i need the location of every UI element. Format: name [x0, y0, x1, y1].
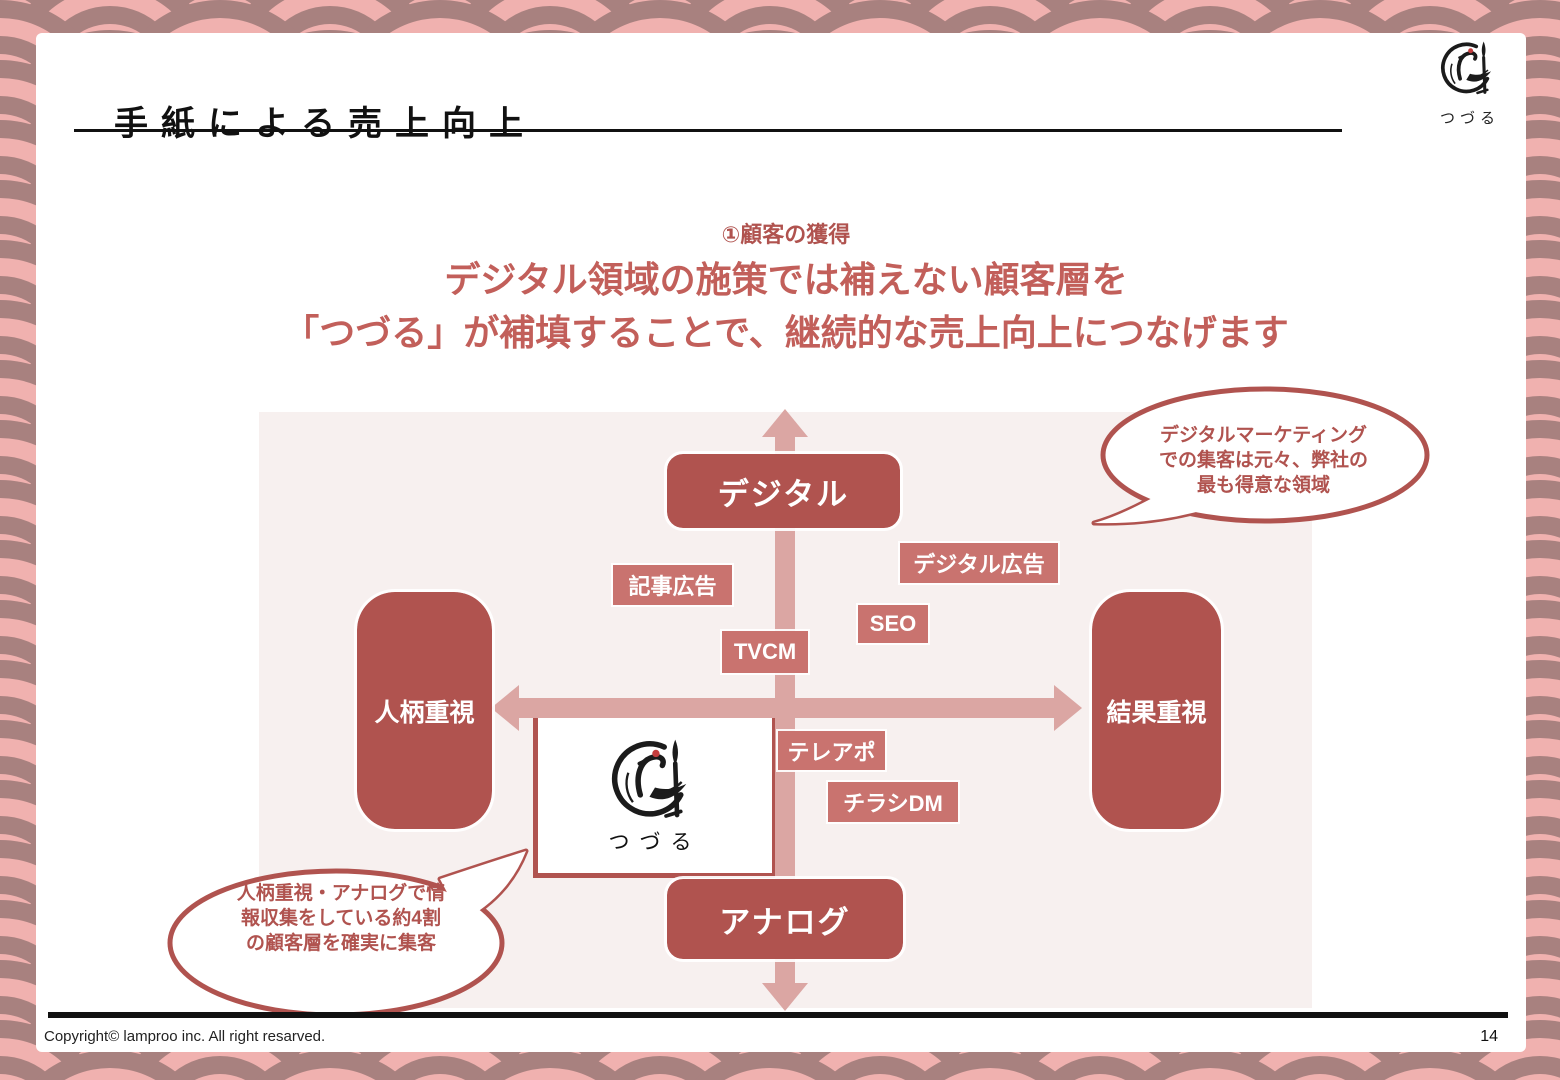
horizontal-axis-arrow — [519, 698, 1054, 718]
axis-label-analog: アナログ — [664, 876, 906, 962]
quadrant-tag: TVCM — [720, 629, 810, 675]
lead-block: ①顧客の獲得 デジタル領域の施策では補えない顧客層を 「つづる」が補填することで… — [231, 217, 1341, 359]
arrow-left-icon — [491, 685, 519, 731]
axis-label-results: 結果重視 — [1089, 589, 1224, 832]
quadrant-tag: チラシDM — [826, 780, 960, 824]
quadrant-tag: 記事広告 — [611, 563, 734, 607]
quadrant-tag: SEO — [856, 603, 930, 645]
company-logo: つづる — [1426, 39, 1514, 128]
headline-line-2: 「つづる」が補填することで、継続的な売上向上につなげます — [283, 312, 1289, 353]
center-logo-box: つづる — [533, 713, 777, 878]
logo-wordmark: つづる — [1439, 110, 1500, 127]
page-title: 手紙による売上向上 — [114, 104, 536, 143]
arrow-up-icon — [762, 409, 808, 437]
copyright-text: Copyright© lamproo inc. All right resarv… — [44, 1028, 326, 1045]
quadrant-tag: デジタル広告 — [898, 541, 1060, 585]
axis-label-digital: デジタル — [664, 451, 903, 531]
arrow-right-icon — [1054, 685, 1082, 731]
quadrant-tag: テレアポ — [776, 729, 887, 772]
bubble-bottom-left-text: 人柄重視・アナログで情 報収集をしている約4割 の顧客層を確実に集客 — [236, 883, 446, 954]
lead-kicker: ①顧客の獲得 — [721, 222, 851, 247]
bubble-top-right-text: デジタルマーケティング での集客は元々、弊社の 最も得意な領域 — [1158, 425, 1368, 496]
page-number: 14 — [1480, 1028, 1498, 1045]
arrow-down-icon — [762, 983, 808, 1011]
crane-icon — [609, 736, 701, 828]
title-underline — [74, 129, 1342, 132]
slide-card: 手紙による売上向上 つづる ①顧客の獲得 デジタル領域の施策では補えない顧客層を… — [36, 33, 1526, 1052]
axis-label-personality: 人柄重視 — [354, 589, 495, 832]
center-logo-text: つづる — [608, 830, 702, 854]
crane-icon — [1441, 39, 1493, 95]
footer-rule — [48, 1012, 1508, 1018]
headline-line-1: デジタル領域の施策では補えない顧客層を — [444, 259, 1128, 300]
speech-bubble-bottom-left — [167, 848, 529, 1018]
speech-bubble-top-right — [1091, 386, 1430, 526]
